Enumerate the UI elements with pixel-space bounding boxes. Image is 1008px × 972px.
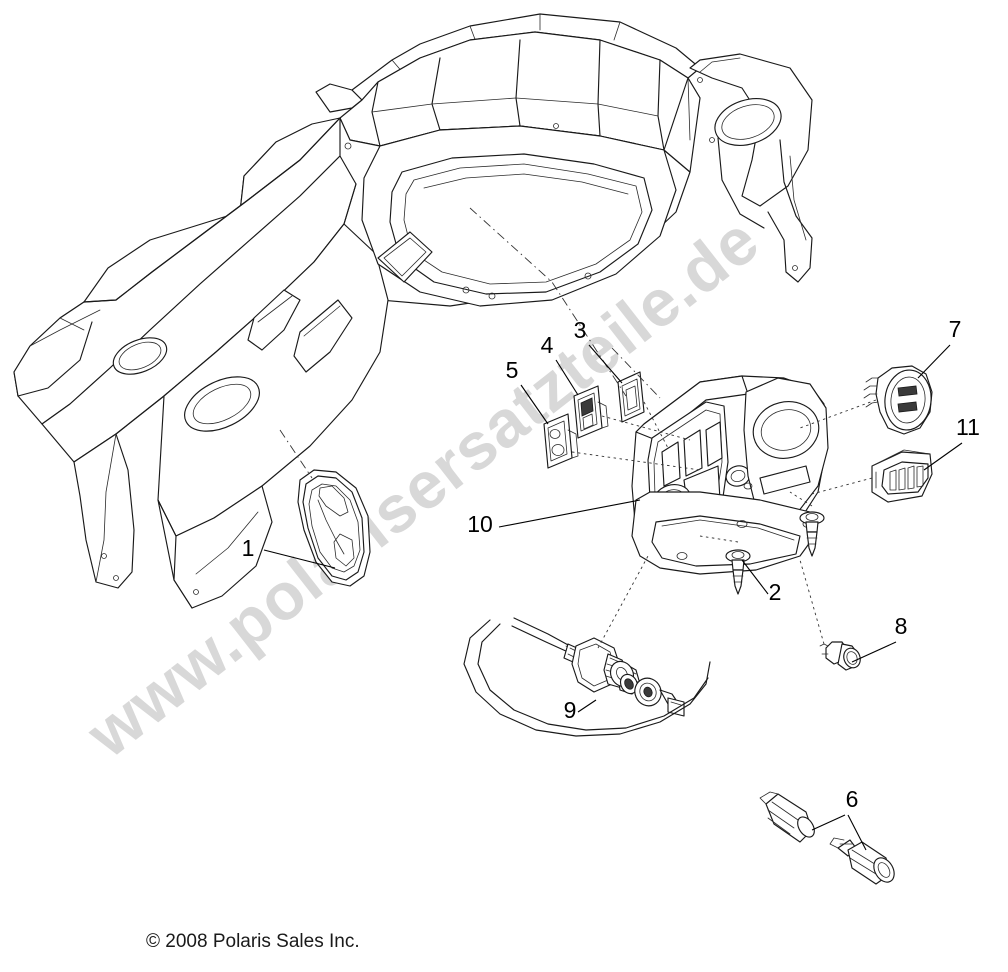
callout-layer: 1 2 3 4 5 6	[242, 316, 980, 851]
push-rivet-a	[799, 511, 825, 557]
callout-10-label: 10	[467, 511, 493, 537]
callout-7: 7	[917, 316, 962, 379]
callout-8: 8	[851, 613, 908, 663]
callout-5-leader	[520, 384, 549, 425]
callout-7-leader	[917, 344, 951, 379]
push-rivet-b	[725, 549, 751, 595]
callout-1-label: 1	[242, 535, 255, 561]
callout-11: 11	[923, 414, 980, 471]
dashboard-main-body	[13, 13, 813, 609]
callout-11-leader	[923, 442, 963, 471]
callout-7-label: 7	[949, 316, 962, 342]
part-8-indicator-lamp	[819, 641, 861, 671]
callout-2-label: 2	[769, 579, 782, 605]
callout-11-label: 11	[956, 414, 980, 440]
callout-1: 1	[242, 535, 336, 569]
callout-2-leader	[741, 559, 769, 595]
part-11-harness-connector	[871, 449, 933, 503]
callout-5: 5	[506, 357, 549, 425]
callout-6-leader-b	[847, 814, 867, 851]
part-6-bulb-socket-boot	[759, 791, 895, 885]
part-7-power-outlet	[863, 365, 933, 435]
callout-3: 3	[574, 317, 623, 384]
parts-345-switches	[543, 371, 645, 469]
copyright-text: © 2008 Polaris Sales Inc.	[146, 931, 360, 952]
part-3-switch-blank	[617, 371, 645, 423]
callout-4-leader	[555, 359, 579, 396]
callout-9-label: 9	[564, 697, 577, 723]
part-9-ignition-switch	[463, 617, 711, 737]
callout-6-leader	[811, 814, 846, 831]
part-2-push-rivet-fasteners	[725, 511, 825, 595]
callout-8-leader	[851, 641, 897, 663]
callout-9-leader	[577, 699, 597, 713]
callout-2: 2	[741, 559, 782, 605]
callout-10-leader	[498, 499, 641, 528]
callout-4-label: 4	[541, 332, 554, 358]
callout-8-label: 8	[895, 613, 908, 639]
callout-6-label: 6	[846, 786, 859, 812]
callout-3-label: 3	[574, 317, 587, 343]
callout-4: 4	[541, 332, 579, 396]
callout-10: 10	[467, 499, 641, 537]
part-1-grab-handle	[297, 469, 371, 587]
part-4-rocker-switch	[573, 385, 609, 439]
copyright-notice: © 2008 Polaris Sales Inc.	[146, 931, 360, 952]
callout-9: 9	[564, 697, 597, 723]
part-10-switch-panel-bezel	[631, 375, 829, 575]
part-5-accessory-switch	[543, 413, 579, 469]
assembly-leader-lines	[279, 207, 877, 649]
callout-3-leader	[588, 344, 623, 384]
callout-5-label: 5	[506, 357, 519, 383]
callout-1-leader	[263, 549, 336, 569]
callout-6: 6	[811, 786, 867, 851]
